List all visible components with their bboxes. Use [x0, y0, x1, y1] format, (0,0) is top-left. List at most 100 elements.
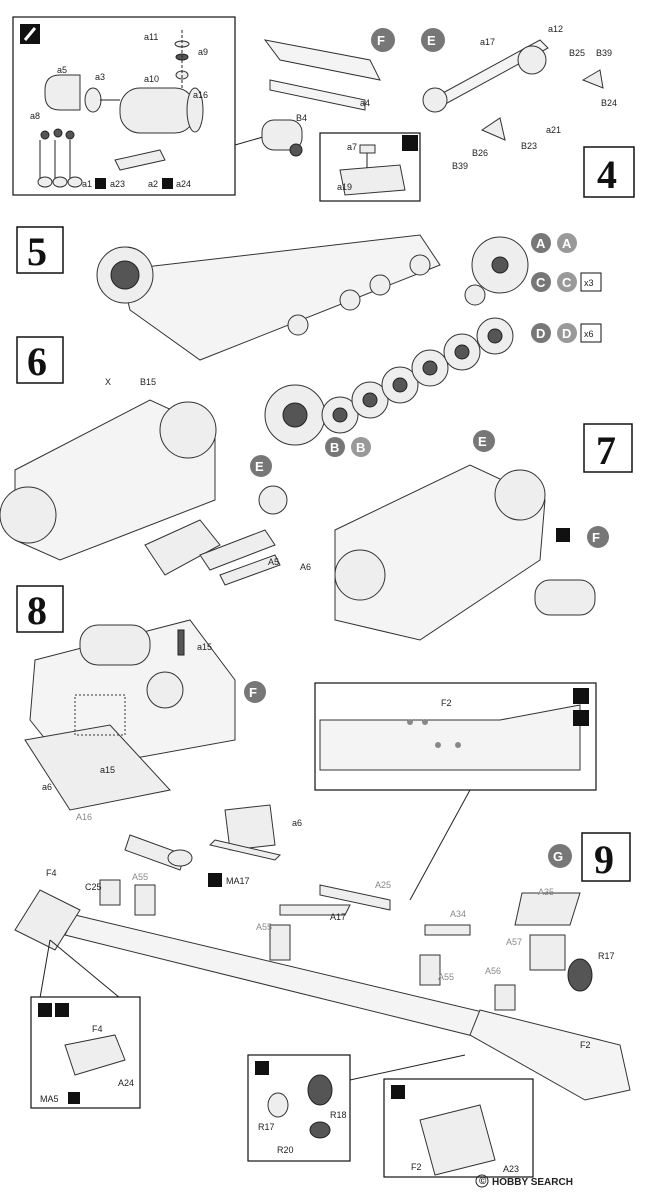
- A17-part: [279, 904, 351, 916]
- step-6-box: [16, 336, 64, 384]
- idler-mount: [517, 45, 547, 75]
- label-a2: a2: [148, 179, 158, 189]
- svg-text:F: F: [377, 33, 385, 48]
- label-a7: a7: [347, 142, 357, 152]
- label-F2c: F2: [411, 1162, 422, 1172]
- A34-part: [424, 924, 471, 936]
- label-R17b: R17: [258, 1122, 275, 1132]
- label-a10: a10: [144, 74, 159, 84]
- svg-text:E: E: [255, 459, 264, 474]
- svg-text:B: B: [330, 440, 339, 455]
- label-a23: a23: [110, 179, 125, 189]
- muffler-part: [119, 87, 196, 134]
- label-a6: a6: [42, 782, 52, 792]
- label-a8: a8: [30, 111, 40, 121]
- label-MA17: MA17: [226, 876, 250, 886]
- label-X: X: [105, 377, 111, 387]
- paint-icon-F2b: [391, 1085, 405, 1099]
- label-a21: a21: [546, 125, 561, 135]
- subassembly-E-marker-step6: E: [250, 455, 272, 477]
- A57-part: [529, 934, 566, 971]
- label-a1: a1: [82, 179, 92, 189]
- label-a9: a9: [198, 47, 208, 57]
- svg-text:A: A: [536, 236, 546, 251]
- label-A6: A6: [300, 562, 311, 572]
- step-5-6-section: 5 6 A A C C x3 D: [16, 226, 602, 457]
- subassembly-A-marker: A A: [531, 233, 577, 253]
- E-assembly-mount: [258, 485, 288, 515]
- label-A25: A25: [375, 880, 391, 890]
- label-a16: a16: [193, 90, 208, 100]
- label-MA5: MA5: [40, 1094, 59, 1104]
- step-4-box: [583, 146, 635, 198]
- subassembly-E-marker: E: [421, 28, 445, 52]
- label-F2: F2: [441, 698, 452, 708]
- label-A5: A5: [268, 557, 279, 567]
- paint-icon-headlight: [255, 1061, 269, 1075]
- subassembly-F-marker: F: [371, 28, 395, 52]
- svg-text:D: D: [562, 326, 571, 341]
- step-5-box: [16, 226, 64, 274]
- label-R20: R20: [277, 1145, 294, 1155]
- svg-text:©: ©: [479, 1176, 487, 1187]
- label-B24: B24: [601, 98, 617, 108]
- subassembly-F-marker-step8: F: [244, 681, 266, 703]
- paint-icon-F2: [573, 688, 589, 704]
- muffler-installed: [261, 119, 303, 151]
- label-a6b: a6: [292, 818, 302, 828]
- label-F2b: F2: [580, 1040, 591, 1050]
- cement-icon-F2: [573, 710, 589, 726]
- copyright-icon: [475, 1174, 489, 1188]
- svg-text:B: B: [356, 440, 365, 455]
- label-a15: a15: [197, 642, 212, 652]
- muffler-step8: [79, 624, 151, 666]
- step-8-box: [16, 585, 64, 633]
- label-A16: A16: [76, 812, 92, 822]
- label-a11: a11: [144, 32, 158, 42]
- paint-icon-F4: [38, 1003, 52, 1017]
- exhaust-end-part: [84, 87, 102, 113]
- label-R18: R18: [330, 1110, 347, 1120]
- label-B26: B26: [472, 148, 488, 158]
- label-F4: F4: [46, 868, 57, 878]
- label-a24: a24: [176, 179, 191, 189]
- step-4-number: 4: [597, 152, 617, 197]
- hull-step7: [334, 464, 546, 641]
- svg-text:C: C: [536, 275, 546, 290]
- step-8-number: 8: [27, 588, 47, 633]
- grille-a19: [339, 164, 406, 196]
- label-B23: B23: [521, 141, 537, 151]
- bracket-part: [114, 149, 166, 171]
- step-8-section: 8 F a15 a15 a6 a6 F2: [16, 585, 597, 901]
- F4-detail-part: [64, 1034, 126, 1076]
- headlight-lens-part: [267, 1092, 289, 1118]
- step-9-number: 9: [594, 837, 614, 882]
- step-9-box: [581, 832, 631, 882]
- subassembly-D-marker: D D x6: [531, 323, 602, 343]
- subassembly-F-marker-step7: F: [587, 526, 609, 548]
- label-a12: a12: [548, 24, 563, 34]
- headlight-body-part: [307, 1074, 333, 1106]
- F2-fender-part: [419, 1104, 496, 1176]
- qty-C: x3: [584, 278, 594, 288]
- step-4-section: a11 a9 a10 a5 a3 a8 a16 a1 a23 a2 a24 F …: [12, 16, 635, 202]
- label-a15b: a15: [100, 765, 115, 775]
- step-7-box: [583, 423, 633, 473]
- exhaust-pipe-part: [44, 74, 81, 111]
- svg-text:F: F: [592, 530, 600, 545]
- hobby-search-watermark: © HOBBY SEARCH: [475, 1174, 573, 1188]
- svg-text:D: D: [536, 326, 545, 341]
- svg-text:F: F: [249, 685, 257, 700]
- glue-icon: [556, 528, 570, 542]
- step-6-number: 6: [27, 339, 47, 384]
- label-A55c: A55: [438, 972, 454, 982]
- label-a3: a3: [95, 72, 105, 82]
- label-B39b: B39: [452, 161, 468, 171]
- label-R17: R17: [598, 951, 615, 961]
- label-A24: A24: [118, 1078, 134, 1088]
- A25-part: [319, 884, 391, 911]
- svg-text:C: C: [562, 275, 572, 290]
- svg-text:G: G: [553, 849, 563, 864]
- step-6-hull: E X B15 A5 A6: [0, 377, 311, 586]
- label-a17: a17: [480, 37, 495, 47]
